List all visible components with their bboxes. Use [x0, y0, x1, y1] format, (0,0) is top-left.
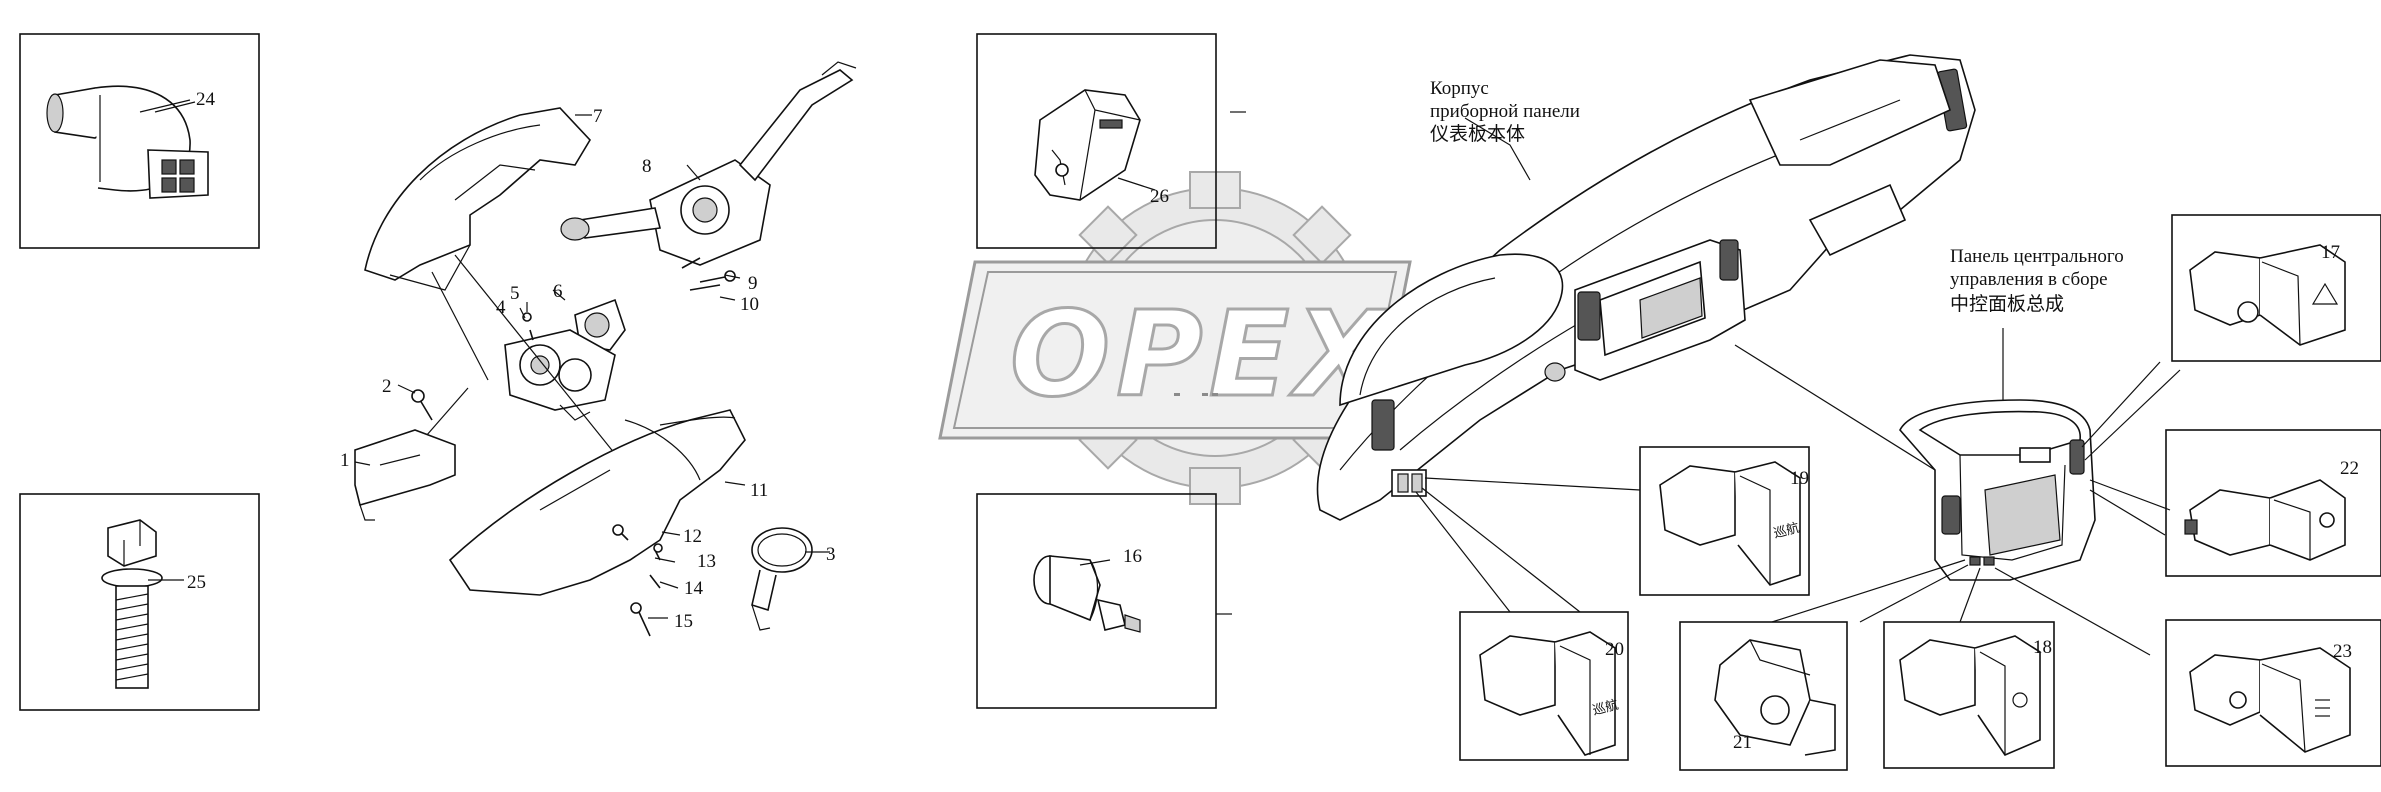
caption-center-panel-line1: Панель центрального [1950, 246, 2124, 267]
caption-center-panel-line2: управления в сборе [1950, 269, 2108, 290]
caption-dashboard: Корпус приборной панели 仪表板本体 [1430, 78, 1580, 145]
part-label-14: 14 [684, 578, 704, 599]
part-label-2: 2 [382, 376, 392, 397]
dashboard-body [1316, 54, 1976, 521]
inset-part-17 [2171, 214, 2381, 362]
inset-part-26 [976, 33, 1246, 249]
part-label-9: 9 [748, 273, 758, 294]
part-label-11: 11 [750, 480, 768, 501]
part-label-21: 21 [1733, 732, 1752, 753]
inset-part-24 [19, 33, 260, 249]
switch-19-label: 巡航 [1772, 520, 1801, 542]
caption-dashboard-line2: приборной панели [1430, 101, 1580, 122]
center-panel-assembly [1899, 399, 2096, 581]
part-label-25: 25 [187, 572, 206, 593]
part-label-20: 20 [1605, 639, 1624, 660]
steering-column-assembly [354, 61, 857, 637]
watermark: OPEX [938, 171, 1412, 505]
inset-part-19: 巡航 [1639, 446, 1810, 596]
switch-20-label: 巡航 [1591, 697, 1620, 719]
part-label-6: 6 [553, 281, 563, 302]
part-label-4: 4 [496, 297, 506, 318]
caption-center-panel: Панель центрального управления в сборе 中… [1950, 246, 2124, 315]
part-label-16: 16 [1123, 546, 1142, 567]
part-label-7: 7 [593, 106, 603, 127]
inset-part-23 [2165, 619, 2381, 767]
part-label-23: 23 [2333, 641, 2352, 662]
inset-part-22 [2165, 429, 2381, 577]
part-label-10: 10 [740, 294, 759, 315]
inset-part-20: 巡航 [1459, 611, 1629, 761]
part-labels: 1 2 3 4 5 6 7 8 9 10 11 12 13 14 15 16 1… [187, 89, 2359, 753]
caption-dashboard-line3: 仪表板本体 [1430, 123, 1525, 145]
watermark-text: OPEX [1010, 285, 1392, 423]
part-label-17: 17 [2321, 242, 2340, 263]
caption-center-panel-line3: 中控面板总成 [1950, 293, 2064, 315]
inset-part-18 [1883, 621, 2055, 769]
inset-part-16 [976, 493, 1232, 709]
part-label-18: 18 [2033, 637, 2052, 658]
part-label-22: 22 [2340, 458, 2359, 479]
part-label-24: 24 [196, 89, 216, 110]
leader-lines-left [154, 101, 830, 619]
inset-part-25 [19, 493, 260, 711]
part-label-5: 5 [510, 283, 520, 304]
part-label-1: 1 [340, 450, 350, 471]
part-label-15: 15 [674, 611, 693, 632]
part-label-12: 12 [683, 526, 702, 547]
part-label-3: 3 [826, 544, 836, 565]
part-label-13: 13 [697, 551, 716, 572]
caption-dashboard-line1: Корпус [1430, 78, 1489, 99]
leader-lines-dashboard [1415, 117, 2181, 656]
part-label-19: 19 [1790, 468, 1809, 489]
part-label-26: 26 [1150, 186, 1169, 207]
part-label-8: 8 [642, 156, 652, 177]
inset-part-21 [1679, 621, 1848, 771]
